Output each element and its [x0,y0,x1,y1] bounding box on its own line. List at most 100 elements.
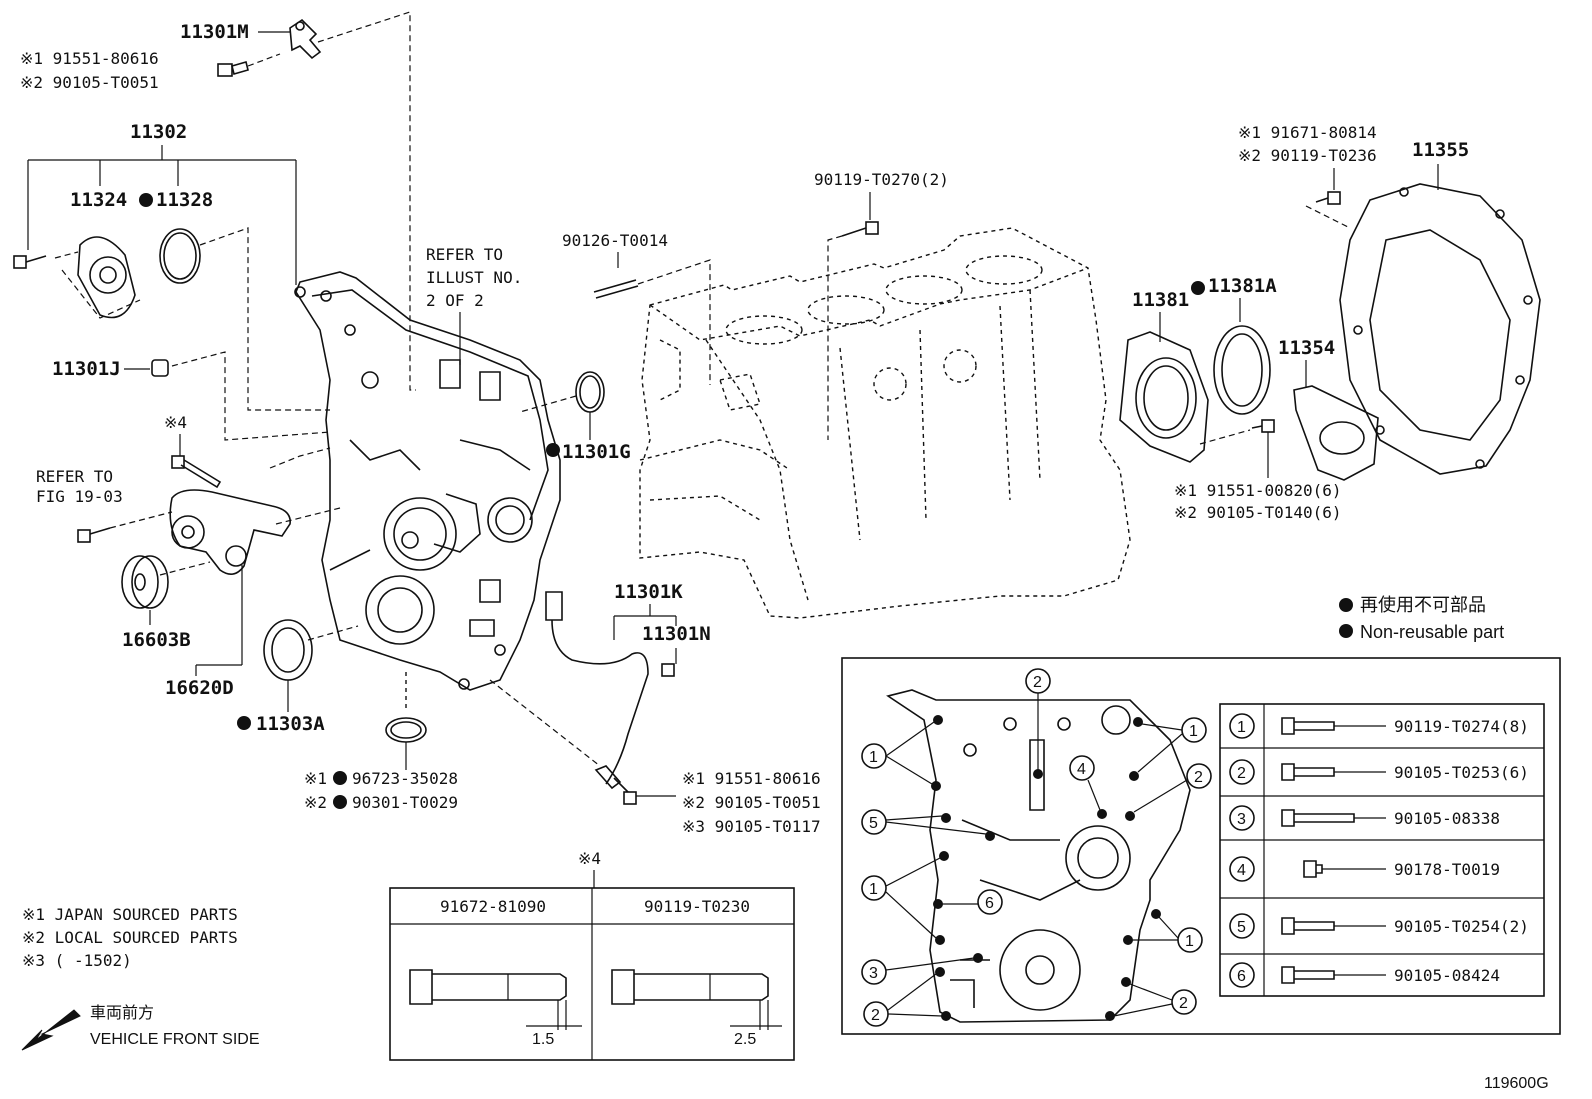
bolt-key-number: 5 [1237,919,1246,936]
bolt-key-number: 6 [1237,968,1246,985]
vehicle-front-arrow-icon [21,1009,81,1051]
svg-text:2: 2 [1033,674,1042,691]
non-reusable-marker [333,771,347,785]
label-11354-bolt-2: ※2 90105-T0140(6) [1174,503,1342,522]
svg-text:2: 2 [1179,995,1188,1012]
bolt-key-number: 1 [1237,719,1246,736]
inset-cover-outline [886,689,1191,1023]
label-96723-mark: ※1 [304,769,327,788]
part-11328-oring [159,228,201,284]
bolt-icon [1281,917,1335,935]
bolt-key-rows: 1 90119-T0274(8) 2 90105-T0253(6) 3 90105-083… [1229,713,1529,988]
svg-text:1: 1 [869,749,878,766]
part-11355-end-plate [1339,183,1541,475]
refer-illust-line3: 2 OF 2 [426,291,484,310]
label-11302: 11302 [130,121,187,143]
bolt-table-col2: 90119-T0230 [644,897,750,916]
label-11381: 11381 [1132,289,1189,311]
inset-callouts: 2 1 1 4 2 5 1 6 1 3 2 2 [861,668,1212,1027]
label-90119-0270: 90119-T0270(2) [814,170,949,189]
bolt-key-row: 4 90178-T0019 [1229,856,1500,882]
label-11301G: 11301G [562,441,631,463]
bolt-icon [1281,966,1335,984]
legend-dot [1339,624,1353,638]
bolt-icon [1315,191,1341,205]
label-11301N-bolt-1: ※1 91551-80616 [682,769,821,788]
bolt-icon [613,777,637,805]
part-11301N-clamp [661,663,675,677]
refer-fig-line1: REFER TO [36,467,113,486]
label-11328: 11328 [156,189,213,211]
note-range: ※3 ( -1502) [22,951,132,970]
svg-text:2: 2 [871,1007,880,1024]
label-11381A: 11381A [1208,275,1277,297]
inset-box [841,657,1561,1035]
bolt-key-part-number: 90105-T0254(2) [1394,917,1529,936]
diagram-id: 119600G [1484,1075,1549,1092]
non-reusable-marker [139,193,153,207]
label-90301-mark: ※2 [304,793,327,812]
refer-illust-line1: REFER TO [426,245,503,264]
bolt-key-row: 5 90105-T0254(2) [1229,913,1529,939]
refer-illust-line2: ILLUST NO. [426,268,522,287]
bolt-icon [841,221,879,237]
inset-bolt-dots [931,715,1161,1021]
bolt-key-number-circle [1229,913,1255,939]
part-11381-retainer [1119,331,1209,463]
label-11355: 11355 [1412,139,1469,161]
label-11301N-bolt-3: ※3 90105-T0117 [682,817,821,836]
svg-text:3: 3 [869,965,878,982]
label-11301J: 11301J [52,358,121,380]
bolt-key-part-number: 90178-T0019 [1394,860,1500,879]
label-11301K: 11301K [614,581,683,603]
svg-text:4: 4 [1077,761,1086,778]
part-11301K-sensor [545,591,649,790]
svg-text:5: 5 [869,815,878,832]
bolt-key-number-circle [1229,856,1255,882]
svg-text:1: 1 [869,881,878,898]
legend-dot [1339,598,1353,612]
bolt-icon [1303,860,1323,878]
note-local: ※2 LOCAL SOURCED PARTS [22,928,238,947]
non-reusable-marker [237,716,251,730]
svg-text:2: 2 [1194,769,1203,786]
bolt-table-dim2: 2.5 [734,1031,756,1048]
bolt-key-row: 6 90105-08424 [1229,962,1500,988]
non-reusable-marker [333,795,347,809]
bolt-key-number: 3 [1237,811,1246,828]
svg-text:6: 6 [985,895,994,912]
bolt-icon [1281,717,1335,735]
part-cylinder-block [639,227,1131,619]
bolt-icon [171,455,222,489]
bolt-key-row: 1 90119-T0274(8) [1229,713,1529,739]
bolt-key-part-number: 90105-T0253(6) [1394,763,1529,782]
part-90126-stud [593,279,639,299]
svg-text:1: 1 [1189,723,1198,740]
label-11301N: 11301N [642,623,711,645]
label-11301M-bolt-2: ※2 90105-T0051 [20,73,159,92]
part-11301M-sensor [289,18,322,60]
label-11354: 11354 [1278,337,1335,359]
note-japan: ※1 JAPAN SOURCED PARTS [22,905,238,924]
label-11354-bolt-1: ※1 91551-00820(6) [1174,481,1342,500]
svg-text:1: 1 [1185,933,1194,950]
bolt-key-number-circle [1229,962,1255,988]
part-11381A-seal [1213,325,1271,415]
bolt-key-part-number: 90105-08424 [1394,966,1500,985]
label-11355-bolt-1: ※1 91671-80814 [1238,123,1377,142]
label-11301M: 11301M [180,21,249,43]
label-16620D: 16620D [165,677,234,699]
bolt-key-table [1219,703,1545,997]
front-jp: 車両前方 [90,1004,154,1022]
label-90301: 90301-T0029 [352,793,458,812]
label-16603B: 16603B [122,629,191,651]
bolt-icon [217,61,249,77]
bolt-key-number: 4 [1237,862,1246,879]
bolt-key-part-number: 90105-08338 [1394,809,1500,828]
part-11324 [77,236,136,319]
bolt-key-number: 2 [1237,765,1246,782]
bolt-key-part-number: 90119-T0274(8) [1394,717,1529,736]
bolt-icon [1281,763,1335,781]
